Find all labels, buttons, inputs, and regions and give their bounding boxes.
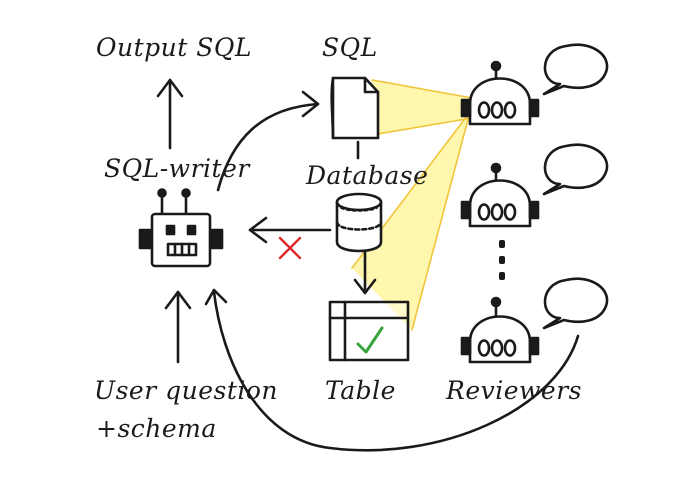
- arrow-reviewers-feedback: [204, 288, 580, 452]
- arrow-database-to-table: [353, 250, 377, 295]
- user-question-label: User question: [94, 376, 279, 405]
- speech-bubble-1-icon: [542, 43, 609, 96]
- sql-document-icon: [330, 76, 380, 140]
- speech-bubble-3-icon: [542, 277, 609, 330]
- sql-writer-robot-icon: [138, 188, 224, 268]
- sql-label: SQL: [322, 33, 378, 62]
- arrow-writer-to-sql: [216, 90, 320, 192]
- arrow-to-output-sql: [156, 78, 184, 150]
- arrow-database-to-writer-rejected: [248, 216, 332, 244]
- reject-x-icon: [278, 236, 302, 260]
- database-icon: [335, 192, 383, 253]
- schema-label: +schema: [96, 414, 217, 443]
- table-label: Table: [325, 376, 396, 405]
- reviewer-robot-1-icon: [460, 60, 540, 126]
- reviewer-robot-3-icon: [460, 296, 540, 364]
- output-sql-label: Output SQL: [96, 33, 252, 62]
- table-icon: [328, 300, 410, 362]
- more-reviewers-dots-icon: [499, 240, 505, 280]
- sql-writer-label: SQL-writer: [104, 154, 250, 183]
- arrow-from-user-question: [164, 290, 192, 364]
- database-label: Database: [306, 161, 429, 190]
- reviewer-robot-2-icon: [460, 162, 540, 228]
- speech-bubble-2-icon: [542, 143, 609, 196]
- reviewers-label: Reviewers: [446, 376, 583, 405]
